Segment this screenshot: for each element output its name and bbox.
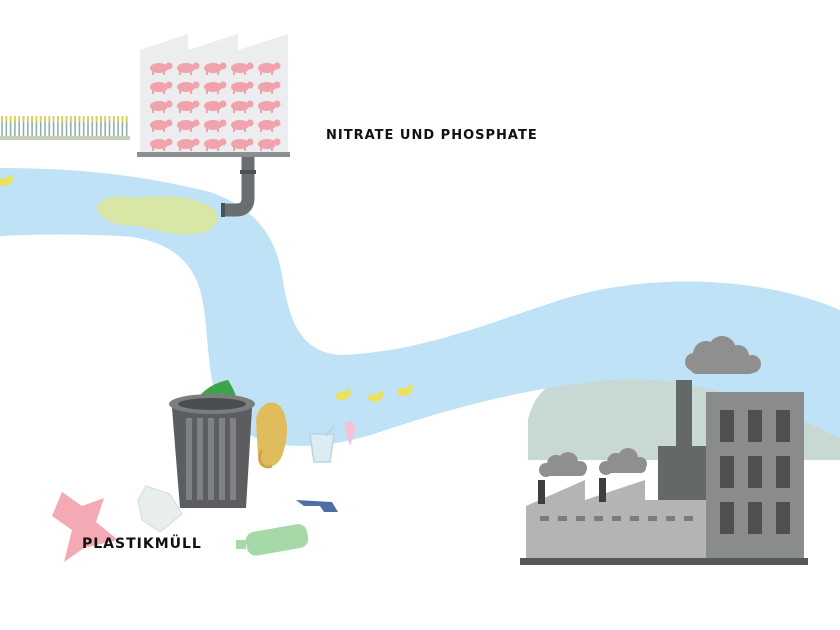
pig-icon (258, 119, 281, 132)
reed-field-ground (0, 136, 130, 140)
pig-farm-building (137, 34, 290, 157)
pig-icon (204, 81, 227, 94)
pig-icon (258, 62, 281, 75)
pig-icon (177, 119, 200, 132)
smoke-icon-small-right (599, 448, 647, 475)
pig-icon (177, 100, 200, 113)
pig-icon (177, 81, 200, 94)
pig-icon (204, 62, 227, 75)
pig-icon (258, 138, 281, 151)
smoke-icon-small-left (539, 452, 587, 477)
duck-icon (0, 175, 13, 186)
pig-icon (150, 138, 173, 151)
trash-can-stripes (186, 418, 236, 500)
pig-icon (204, 119, 227, 132)
duck-icon (397, 385, 413, 396)
pink-plastic-piece-icon (52, 492, 118, 562)
pig-icon (150, 81, 173, 94)
pig-icon (177, 62, 200, 75)
factory-chimney-tall (676, 380, 692, 460)
duck-group (0, 175, 413, 402)
pig-icon (204, 138, 227, 151)
pig-icon (258, 81, 281, 94)
pig-icon (231, 81, 254, 94)
factory-tower-windows (720, 410, 790, 534)
pig-icon (231, 119, 254, 132)
cup-icon (309, 425, 335, 463)
pig-icon (204, 100, 227, 113)
blue-wrapper-icon (296, 500, 338, 512)
factory-ground (520, 558, 808, 565)
pig-farm-floor (137, 152, 290, 157)
river (0, 168, 840, 446)
plastic-waste-label: PLASTIKMÜLL (82, 536, 202, 552)
white-bag-icon (137, 485, 183, 533)
pig-icon (150, 119, 173, 132)
pig-icon (150, 100, 173, 113)
pig-icon (231, 100, 254, 113)
reed-field (1, 116, 128, 136)
factory (520, 380, 808, 565)
pig-icon (258, 100, 281, 113)
pig-icon (150, 62, 173, 75)
smoke-icon (685, 336, 761, 374)
factory-hall-windows (540, 516, 693, 521)
pink-plastic-icon (344, 420, 356, 446)
pig-farm-roof (140, 34, 288, 152)
duck-icon (335, 389, 351, 400)
discharge-pipe (221, 157, 256, 217)
pig-grid (150, 62, 281, 151)
nitrate-phosphate-label: NITRATE UND PHOSPHATE (326, 128, 538, 143)
pig-icon (231, 138, 254, 151)
algae-bloom (97, 196, 218, 235)
trash-can (169, 380, 287, 508)
pig-icon (231, 62, 254, 75)
bottle-icon (236, 524, 309, 556)
pig-icon (177, 138, 200, 151)
duck-icon (368, 391, 384, 402)
yellow-bag-icon (256, 402, 287, 467)
